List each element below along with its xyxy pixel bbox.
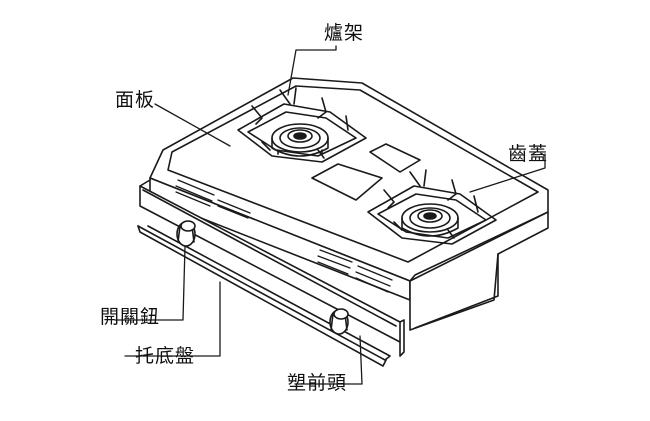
leader-cap <box>469 153 546 193</box>
label-knob: 開關鈕 <box>100 306 161 328</box>
leader-panel <box>154 103 231 147</box>
burner-left <box>237 87 367 163</box>
leader-knob <box>114 245 186 321</box>
leader-tray <box>124 281 221 357</box>
control-knob-right <box>329 308 349 335</box>
front-body <box>149 177 549 331</box>
control-fascia <box>139 179 405 357</box>
control-knob-left <box>176 220 196 247</box>
label-tray: 托底盤 <box>135 345 196 367</box>
vent-slots <box>175 179 393 293</box>
callout-leaders <box>114 45 546 385</box>
leader-grate <box>287 45 337 96</box>
leader-front <box>294 335 363 385</box>
label-cap: 齒蓋 <box>508 143 549 165</box>
label-grate: 爐架 <box>324 22 365 44</box>
burner-right <box>367 169 497 245</box>
label-panel: 面板 <box>115 89 156 111</box>
drip-tray <box>137 225 391 367</box>
label-front: 塑前頭 <box>287 372 348 394</box>
